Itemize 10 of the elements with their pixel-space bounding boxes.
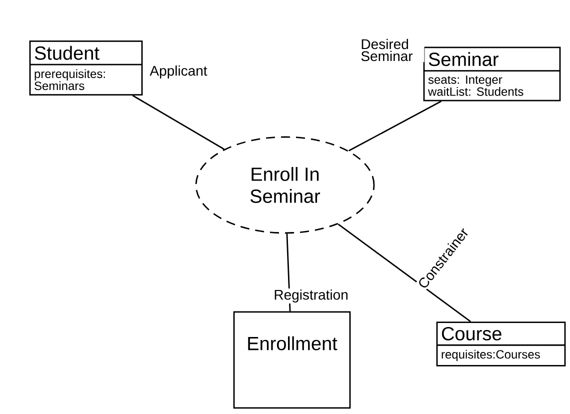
- connector-line: [338, 224, 471, 322]
- edge-label: Desired Seminar: [360, 38, 424, 62]
- class-box: Student prerequisites: Seminars: [29, 40, 143, 96]
- class-box: Seminar seats: Integer waitList: Students: [423, 46, 561, 102]
- edge-label: Applicant: [148, 64, 214, 80]
- object-box: Enrollment: [233, 311, 351, 409]
- class-box: Course requisites:Courses: [436, 322, 566, 366]
- edge-label: Registration: [272, 288, 348, 304]
- connector-line: [348, 100, 442, 152]
- connector-line: [132, 94, 224, 150]
